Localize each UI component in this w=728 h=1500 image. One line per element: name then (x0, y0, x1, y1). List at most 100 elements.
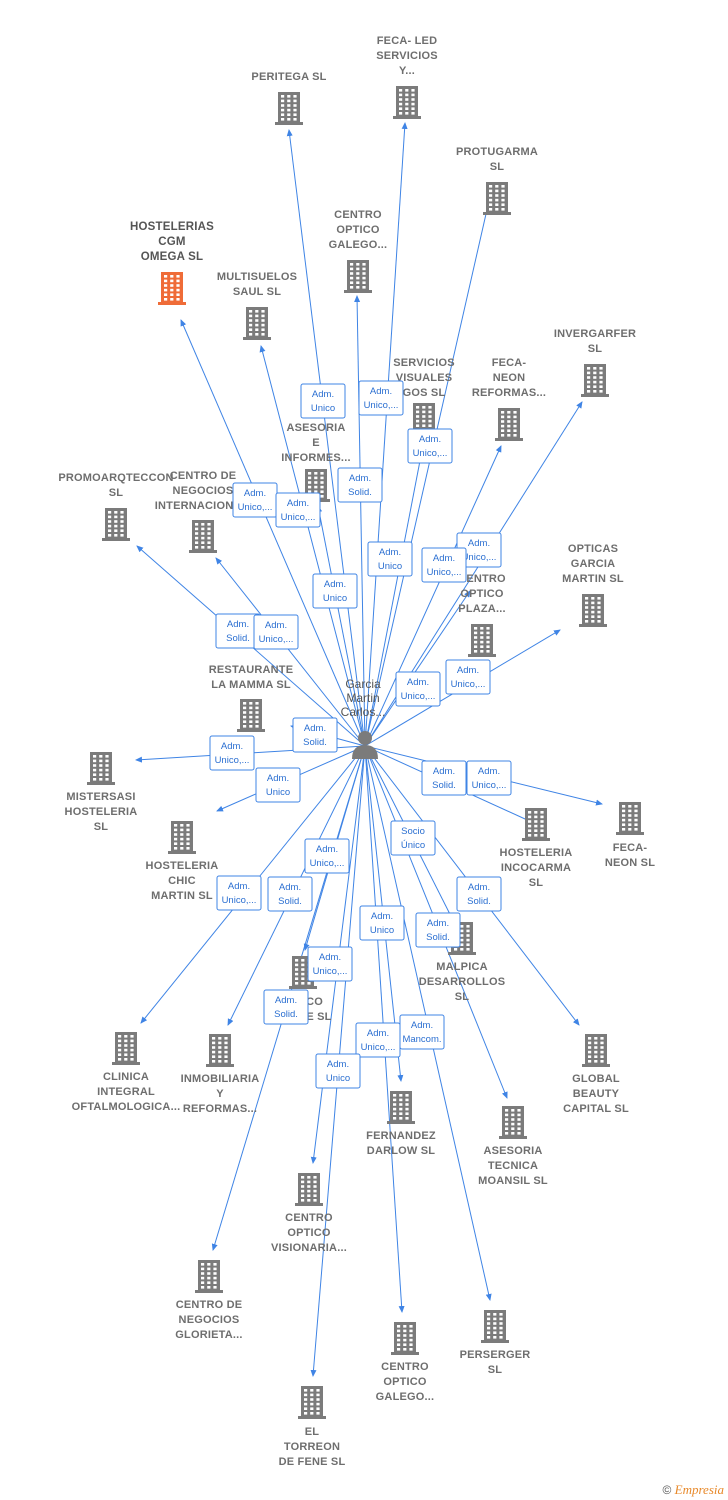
company-label: TECNICA (488, 1160, 538, 1172)
person-name-label: Carlos... (341, 705, 386, 719)
role-label: Adm. (267, 773, 289, 784)
role-label: Unico (378, 561, 402, 572)
company-label: VISIONARIA... (271, 1242, 347, 1254)
role-badge: Adm.Solid. (415, 912, 461, 948)
company-label: RESTAURANTE (209, 664, 294, 676)
center-node[interactable]: GarciaMartinCarlos... (341, 677, 386, 759)
role-badge: Adm.Unico (255, 767, 301, 803)
building-icon (237, 699, 265, 732)
role-label: Unico,... (472, 780, 507, 791)
company-label: NEON SL (605, 857, 655, 869)
role-badge: Adm.Unico,... (421, 547, 467, 583)
role-label: Solid. (426, 932, 450, 943)
company-node-feca-neon-reformas[interactable]: FECA-NEONREFORMAS... (472, 357, 546, 441)
building-icon (243, 307, 271, 340)
company-label: SL (455, 991, 470, 1003)
company-node-clinica-integral[interactable]: CLINICAINTEGRALOFTALMOLOGICA... (72, 1032, 181, 1113)
role-label: Adm. (468, 882, 490, 893)
role-badge: Adm.Unico,... (407, 428, 453, 464)
company-node-feca-led[interactable]: FECA- LEDSERVICIOSY... (376, 35, 438, 119)
company-node-feca-neon[interactable]: FECA-NEON SL (605, 802, 655, 869)
role-label: Unico (311, 403, 335, 414)
company-label: EL (305, 1426, 320, 1438)
company-label: INTEGRAL (97, 1086, 155, 1098)
company-label: CAPITAL SL (563, 1103, 629, 1115)
role-label: Adm. (367, 1028, 389, 1039)
role-badge: Adm.Unico,... (216, 875, 262, 911)
role-label: Adm. (468, 538, 490, 549)
edge-centro-negocios-internacional (215, 557, 366, 747)
role-label: Adm. (244, 488, 266, 499)
company-node-centro-optico-plaza[interactable]: CENTROOPTICOPLAZA... (458, 573, 506, 657)
company-label: NEON (493, 372, 526, 384)
company-label: MALPICA (436, 961, 488, 973)
company-label: HOSTELERIA (500, 847, 573, 859)
company-label: INMOBILIARIA (181, 1073, 260, 1085)
company-node-centro-negocios-glorieta[interactable]: CENTRO DENEGOCIOSGLORIETA... (175, 1260, 242, 1341)
role-label: Unico,... (451, 679, 486, 690)
company-label: GLORIETA... (175, 1329, 242, 1341)
role-label: Unico,... (413, 448, 448, 459)
building-icon (495, 408, 523, 441)
person-icon (352, 731, 378, 759)
role-label: Mancom. (402, 1034, 441, 1045)
company-label: PROTUGARMA (456, 146, 538, 158)
company-label: MARTIN SL (151, 890, 213, 902)
company-label: PERITEGA SL (251, 71, 326, 83)
company-node-centro-optico-galego-bottom[interactable]: CENTROOPTICOGALEGO... (376, 1322, 435, 1403)
role-label: Adm. (287, 498, 309, 509)
role-badge: Adm.Solid. (421, 760, 467, 796)
company-label: INVERGARFER (554, 328, 636, 340)
building-icon (344, 260, 372, 293)
company-label: OPTICO (287, 1227, 331, 1239)
building-icon (206, 1034, 234, 1067)
company-node-centro-negocios-internacional[interactable]: CENTRO DENEGOCIOSINTERNACIONA... (155, 470, 252, 553)
edge-peritega (286, 129, 366, 747)
company-node-centro-optico-visionaria[interactable]: CENTRO OPTICO VISIONARIA... (271, 1173, 347, 1254)
company-label: CENTRO (458, 573, 506, 585)
building-icon (387, 1091, 415, 1124)
role-badge: Adm.Unico (315, 1053, 361, 1089)
company-label: SERVICIOS (393, 357, 455, 369)
role-label: Adm. (316, 844, 338, 855)
role-label: Adm. (265, 620, 287, 631)
company-label: CENTRO (334, 209, 382, 221)
company-label: E (312, 437, 320, 449)
building-icon (275, 92, 303, 125)
company-label: INTERNACIONA... (155, 500, 252, 512)
company-label: CLINICA (103, 1071, 149, 1083)
company-label: CENTRO (285, 1212, 333, 1224)
role-label: Adm. (279, 882, 301, 893)
company-label: CHIC (168, 875, 196, 887)
brand-logo: Empresia (674, 1482, 724, 1497)
company-label: DESARROLLOS (419, 976, 506, 988)
edge-hostelerias-cgm (180, 319, 366, 747)
company-label: NEGOCIOS (173, 485, 234, 497)
company-label: DE FENE SL (279, 1456, 346, 1468)
role-badge: Adm.Unico,... (253, 614, 299, 650)
company-node-inmobiliaria-reformas[interactable]: INMOBILIARIAYREFORMAS... (181, 1034, 260, 1115)
role-label: Unico (326, 1073, 350, 1084)
company-node-centro-optico-galego-top[interactable]: CENTROOPTICOGALEGO... (329, 209, 388, 293)
role-label: Adm. (319, 952, 341, 963)
company-label: Y (216, 1088, 224, 1100)
company-node-peritega[interactable]: PERITEGA SL (251, 71, 326, 125)
building-icon (168, 821, 196, 854)
